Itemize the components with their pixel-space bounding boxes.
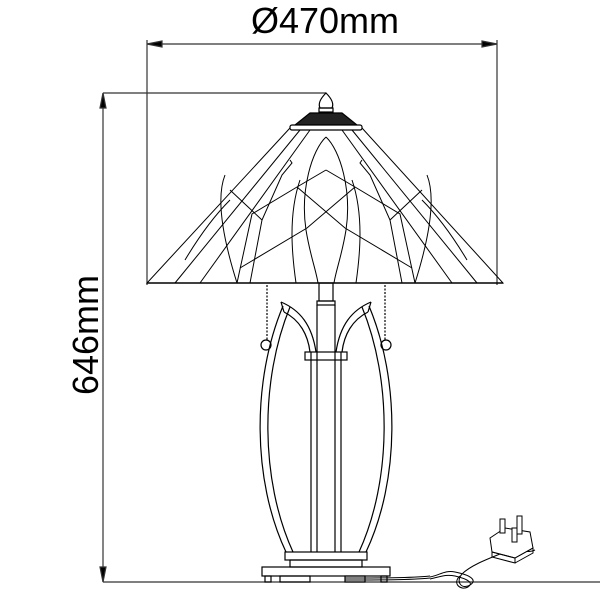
pull-chain-left[interactable] <box>260 285 272 351</box>
pull-chain-right[interactable] <box>380 285 392 351</box>
shade <box>145 127 505 284</box>
finial <box>289 92 363 131</box>
base <box>261 551 391 583</box>
stem <box>304 282 348 552</box>
width-dimension <box>146 40 498 285</box>
height-dimension-label: 646mm <box>65 274 106 396</box>
height-dimension <box>99 92 600 583</box>
width-dimension-label: Ø470mm <box>250 0 400 41</box>
uk-plug <box>489 515 534 564</box>
curved-arms <box>259 301 393 553</box>
